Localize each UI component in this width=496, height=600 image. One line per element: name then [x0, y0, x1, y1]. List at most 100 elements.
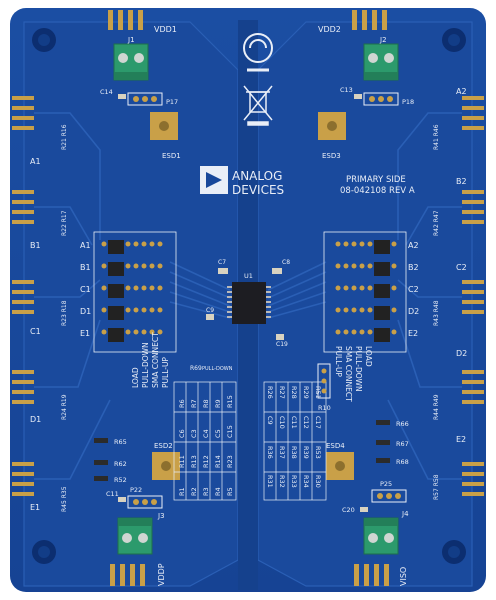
edge-label-c1: C1: [30, 327, 41, 336]
lt-cell: R7: [190, 399, 198, 408]
lt-cell: R2: [190, 487, 198, 496]
edge-label-e2: E2: [456, 435, 466, 444]
edge-label-c2: C2: [456, 263, 467, 272]
ref-c7: C7: [218, 259, 226, 266]
edge-label-a1: A1: [30, 157, 41, 166]
top-right-gold-fingers: [352, 10, 387, 30]
mounting-hole-bl: [32, 540, 56, 564]
vdd1-label: VDD1: [154, 25, 177, 34]
right-option-pull-up: PULL-UP: [334, 346, 343, 377]
left-row-e1: E1: [80, 329, 90, 338]
lt-cell: R15: [226, 395, 234, 408]
ref-r67: R67: [396, 440, 409, 448]
brand-line1: ANALOG: [232, 169, 282, 183]
right-edge-pads: [462, 96, 484, 496]
lt-cell: R13: [190, 455, 198, 468]
rt-cell: R27: [278, 386, 286, 399]
lt-cell: C4: [202, 429, 210, 438]
ref-r52: R52: [114, 476, 127, 484]
ref-p17: P17: [166, 98, 178, 106]
bottom-right-gold-fingers: [354, 564, 389, 586]
rt-cell: R36: [266, 446, 274, 459]
esd-pad-2: [152, 452, 180, 480]
ref-j3: J3: [157, 512, 165, 520]
edge-res-right: R43 R48: [433, 300, 440, 326]
viso-label: VISO: [399, 567, 408, 586]
signal-traces: [34, 112, 462, 480]
ref-j1: J1: [127, 36, 135, 44]
header-p22: [127, 495, 163, 509]
terminal-block-j3: [117, 517, 153, 555]
part-label: 08-042108 REV A: [340, 186, 415, 196]
rt-cell: R30: [314, 475, 322, 488]
edge-label-a2: A2: [456, 87, 467, 96]
edge-res-left: R23 R18: [61, 300, 68, 326]
ref-r10: R10: [318, 404, 331, 412]
lt-cell: C6: [178, 429, 186, 438]
left-row-c1: C1: [80, 285, 91, 294]
brand-line2: DEVICES: [232, 183, 284, 197]
left-row-a1: A1: [80, 241, 91, 250]
rt-cell: R28: [290, 386, 298, 399]
ref-r66: R66: [396, 420, 409, 428]
ref-c13: C13: [340, 86, 353, 94]
ref-u1: U1: [244, 272, 253, 280]
capacitor-c8: [272, 268, 282, 274]
ref-r69: R69: [190, 365, 202, 372]
ref-p25: P25: [380, 480, 392, 488]
right-option-sma-connect: SMA CONNECT: [344, 346, 353, 402]
ref-c19: C19: [276, 341, 288, 348]
terminal-block-j4: [363, 517, 399, 555]
terminal-block-j2: [363, 43, 399, 81]
header-p18: [363, 92, 399, 106]
resistors-right-bottom: [376, 420, 390, 463]
edge-res-left: R22 R17: [61, 210, 68, 236]
right-row-b2: B2: [408, 263, 419, 272]
lt-cell: R6: [178, 399, 186, 408]
right-row-d2: D2: [408, 307, 419, 316]
right-row-c2: C2: [408, 285, 419, 294]
left-resistor-table: [173, 381, 237, 501]
ref-esd4: ESD4: [326, 442, 345, 450]
lt-cell: C5: [214, 429, 222, 438]
edge-label-d1: D1: [30, 415, 41, 424]
edge-res-right: R57 R58: [433, 474, 440, 500]
terminal-block-j1: [113, 43, 149, 81]
lt-cell: R14: [214, 455, 222, 468]
mounting-hole-br: [442, 540, 466, 564]
left-row-d1: D1: [80, 307, 91, 316]
ref-c11: C11: [106, 490, 119, 498]
lt-cell: R23: [226, 455, 234, 468]
header-p25: [371, 489, 407, 503]
lt-cell: R8: [202, 399, 210, 408]
ref-p22: P22: [130, 486, 142, 494]
left-jumper-matrix: [93, 231, 177, 353]
rt-cell: R33: [290, 475, 298, 488]
ref-esd2: ESD2: [154, 442, 173, 450]
header-p17: [127, 92, 163, 106]
edge-res-right: R44 R49: [433, 394, 440, 420]
vdd2-label: VDD2: [318, 25, 341, 34]
lt-cell: R12: [202, 455, 210, 468]
rt-cell: R31: [266, 475, 274, 488]
lt-cell: R4: [214, 487, 222, 496]
left-option-pull-up: PULL-UP: [161, 357, 170, 388]
right-row-a2: A2: [408, 241, 419, 250]
right-jumper-matrix: [323, 231, 407, 353]
ref-c20: C20: [342, 506, 355, 514]
lt-cell: C3: [190, 429, 198, 438]
capacitor-c9: [206, 314, 214, 320]
rt-cell: R37: [278, 446, 286, 459]
lt-cell: R1: [178, 487, 186, 496]
esd-pad-3: [318, 112, 346, 140]
lt-cell: R9: [214, 399, 222, 408]
rt-cell: R26: [266, 386, 274, 399]
side-label: PRIMARY SIDE: [346, 175, 406, 185]
vddp-label: VDDP: [157, 563, 166, 586]
capacitor-c14: [118, 94, 126, 99]
analog-devices-logo: [200, 166, 228, 194]
rt-cell: R38: [290, 446, 298, 459]
ref-esd3: ESD3: [322, 152, 341, 160]
edge-label-e1: E1: [30, 503, 40, 512]
